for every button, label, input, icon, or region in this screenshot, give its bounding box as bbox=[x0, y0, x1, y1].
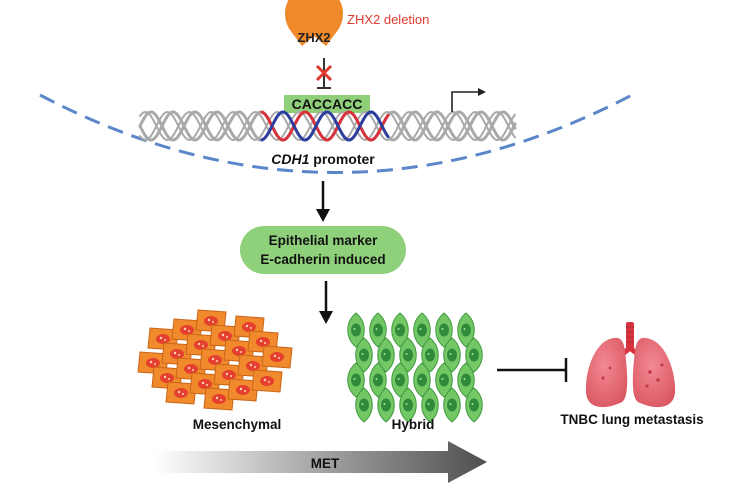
hybrid-nucleus bbox=[395, 323, 405, 337]
epithelial-marker-box bbox=[240, 226, 406, 274]
mesenchymal-nucleus bbox=[242, 322, 256, 332]
met-arrow: MET bbox=[155, 441, 487, 483]
hybrid-nucleus bbox=[403, 348, 413, 362]
mesenchymal-nucleus bbox=[180, 325, 194, 335]
arrow-down-icon bbox=[319, 281, 333, 324]
mesenchymal-nucleus bbox=[232, 346, 246, 356]
zhx2-label: ZHX2 bbox=[297, 30, 330, 45]
hybrid-nucleus bbox=[359, 398, 369, 412]
mesenchymal-nucleus bbox=[204, 316, 218, 326]
hybrid-nucleus bbox=[395, 373, 405, 387]
promoter-label: CDH1 promoter bbox=[271, 151, 375, 167]
nuclear-membrane bbox=[39, 93, 633, 174]
mesenchymal-label: Mesenchymal bbox=[193, 417, 282, 432]
met-label: MET bbox=[311, 456, 340, 471]
mesenchymal-nucleus bbox=[256, 337, 270, 347]
mesenchymal-nucleus bbox=[194, 340, 208, 350]
hybrid-nucleus bbox=[351, 373, 361, 387]
hybrid-nucleus bbox=[403, 398, 413, 412]
promoter-word: promoter bbox=[309, 151, 375, 167]
hybrid-nucleus bbox=[381, 398, 391, 412]
inhibition-arrow bbox=[497, 358, 568, 382]
hybrid-nucleus bbox=[417, 323, 427, 337]
cross-icon bbox=[315, 64, 333, 82]
mesenchymal-nucleus bbox=[160, 373, 174, 383]
mesenchymal-nucleus bbox=[218, 331, 232, 341]
promoter-gene: CDH1 bbox=[271, 151, 309, 167]
mesenchymal-nucleus bbox=[236, 385, 250, 395]
hybrid-nucleus bbox=[417, 373, 427, 387]
hybrid-nucleus bbox=[425, 348, 435, 362]
hybrid-nucleus bbox=[373, 373, 383, 387]
hybrid-nucleus bbox=[439, 323, 449, 337]
bent-arrow-icon bbox=[451, 88, 486, 112]
mesenchymal-nucleus bbox=[146, 358, 160, 368]
arrow-down-icon bbox=[316, 181, 330, 222]
mesenchymal-cells bbox=[137, 309, 293, 411]
mesenchymal-nucleus bbox=[156, 334, 170, 344]
hybrid-nucleus bbox=[359, 348, 369, 362]
hybrid-nucleus bbox=[447, 398, 457, 412]
mesenchymal-nucleus bbox=[208, 355, 222, 365]
hybrid-nucleus bbox=[461, 373, 471, 387]
zhx2-protein: ZHX2 bbox=[285, 0, 343, 46]
mesenchymal-nucleus bbox=[184, 364, 198, 374]
lung-icon bbox=[585, 322, 676, 408]
motif-box bbox=[284, 95, 370, 113]
cdh1-promoter-dna bbox=[138, 110, 517, 142]
blocked-inhibition bbox=[315, 58, 333, 89]
hybrid-nucleus bbox=[469, 348, 479, 362]
hybrid-label: Hybrid bbox=[392, 417, 435, 432]
motif-label: CACCACC bbox=[292, 96, 363, 112]
mesenchymal-nucleus bbox=[260, 376, 274, 386]
hybrid-cells bbox=[347, 312, 483, 423]
hybrid-nucleus bbox=[373, 323, 383, 337]
marker-line1: Epithelial marker bbox=[269, 233, 379, 248]
mesenchymal-nucleus bbox=[270, 352, 284, 362]
hybrid-nucleus bbox=[381, 348, 391, 362]
mesenchymal-nucleus bbox=[246, 361, 260, 371]
hybrid-nucleus bbox=[461, 323, 471, 337]
outcome-label: TNBC lung metastasis bbox=[560, 412, 703, 427]
mesenchymal-nucleus bbox=[222, 370, 236, 380]
hybrid-nucleus bbox=[439, 373, 449, 387]
mesenchymal-nucleus bbox=[174, 388, 188, 398]
hybrid-nucleus bbox=[425, 398, 435, 412]
marker-line2: E-cadherin induced bbox=[260, 252, 385, 267]
mesenchymal-nucleus bbox=[212, 394, 226, 404]
hybrid-nucleus bbox=[447, 348, 457, 362]
mesenchymal-nucleus bbox=[170, 349, 184, 359]
mesenchymal-nucleus bbox=[198, 379, 212, 389]
hybrid-nucleus bbox=[469, 398, 479, 412]
zhx2-deletion-label: ZHX2 deletion bbox=[347, 12, 429, 27]
hybrid-nucleus bbox=[351, 323, 361, 337]
